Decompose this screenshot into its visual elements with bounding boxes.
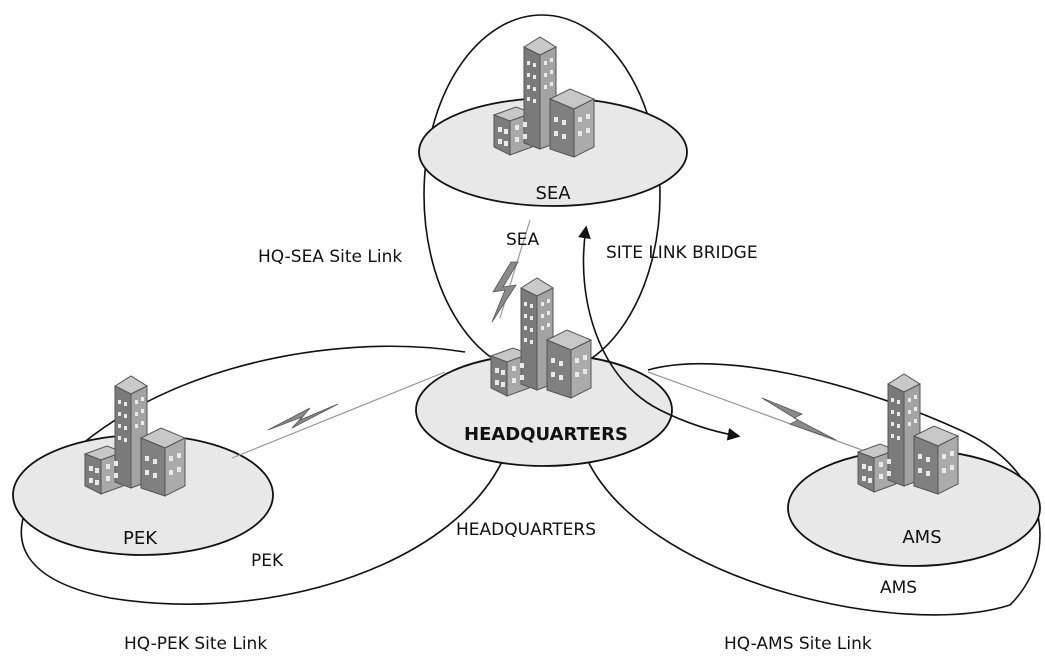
hq-ams-lightning-bolt-icon [761,397,837,441]
ams-ring-label: AMS [880,578,917,598]
pek-site-name: PEK [123,528,158,549]
hq-sea-site-link-label: HQ-SEA Site Link [258,247,402,267]
hq-pek-lightning-bolt-icon [267,403,339,431]
sea-site-name: SEA [535,183,571,204]
hq-pek-site-link-ring [20,345,506,605]
ams-site-name: AMS [902,527,941,548]
headquarters-ring-label: HEADQUARTERS [456,520,596,540]
pek-ring-label: PEK [251,551,284,571]
site-link-bridge-arrow [578,225,741,441]
ams-office-buildings-icon [857,373,959,495]
sea-office-buildings-icon [493,36,595,158]
headquarters-site-name: HEADQUARTERS [464,424,628,445]
sea-ring-label: SEA [506,230,540,250]
hq-ams-site-link-label: HQ-AMS Site Link [724,634,872,654]
hq-sea-lightning-bolt-icon [491,261,519,323]
site-link-bridge-label: SITE LINK BRIDGE [606,243,758,263]
pek-office-buildings-icon [84,375,186,497]
hq-pek-connection-line [231,371,446,459]
hq-ams-site-link-ring [584,362,1041,616]
hq-pek-site-link-label: HQ-PEK Site Link [124,634,267,654]
